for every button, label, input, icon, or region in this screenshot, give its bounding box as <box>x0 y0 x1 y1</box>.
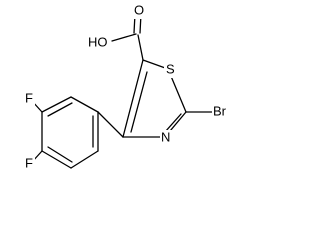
nitrogen-label: N <box>161 129 170 144</box>
bond-c4-aryl <box>97 111 124 138</box>
difluorophenyl-ring <box>31 96 99 169</box>
atom-labels: HO O S N Br F F <box>24 2 232 172</box>
bond-c-c5 <box>137 34 144 61</box>
structure-canvas: HO O S N Br F F <box>24 2 232 172</box>
ring-double-1 <box>47 102 73 117</box>
carbonyl-oxygen-label: O <box>134 2 144 17</box>
ring-bond-1 <box>70 96 99 113</box>
ring-bond-2 <box>41 96 72 113</box>
molecule-structure: HO O S N Br F F <box>24 2 232 172</box>
carboxylic-acid-group <box>111 13 144 61</box>
sulfur-label: S <box>166 61 175 76</box>
ring-double-2 <box>47 146 73 163</box>
bond-c4-c5 <box>122 59 144 138</box>
hydroxyl-label: HO <box>88 34 108 49</box>
ring-bond-4 <box>41 150 72 169</box>
ring-bond-5 <box>70 150 99 169</box>
fluorine-top-label: F <box>25 90 33 105</box>
bond-c2-n-inner <box>164 113 182 133</box>
fluorine-bottom-label: F <box>25 155 33 170</box>
bond-c4-c5-inner <box>130 71 148 133</box>
bond-c5-s <box>142 59 169 70</box>
bond-c-oh <box>111 33 137 42</box>
bromine-label: Br <box>213 103 227 118</box>
